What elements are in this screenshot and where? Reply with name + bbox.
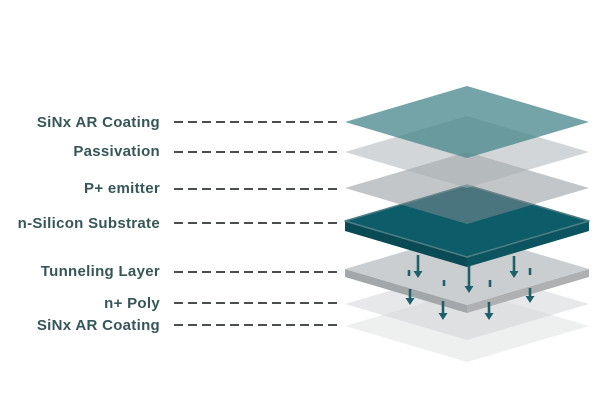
layer-label-sinx-ar-bottom: SiNx AR Coating [36,316,160,334]
layer-label-row-passivation: Passivation [0,142,337,162]
flow-arrow-head [413,271,423,278]
layer-label-sinx-ar-top: SiNx AR Coating [36,113,160,131]
layer-side-left-tunneling-layer [345,269,467,313]
layer-label-row-sinx-ar-top: SiNx AR Coating [0,112,337,132]
layer-label-row-p-plus-emitter: P+ emitter [0,179,337,199]
flow-arrow-head [464,286,474,293]
flow-arrow-head [525,296,535,303]
layer-label-n-plus-poly: n+ Poly [104,294,160,312]
layer-side-right-n-silicon-substrate [467,221,589,267]
layer-face-sinx-ar-top [345,86,589,158]
layer-label-passivation: Passivation [73,143,160,160]
layer-side-right-tunneling-layer [467,269,589,313]
layer-label-n-silicon-substrate: n-Silicon Substrate [17,214,160,232]
layer-side-left-n-silicon-substrate [345,221,467,267]
layer-label-p-plus-emitter: P+ emitter [84,180,160,197]
layer-label-row-sinx-ar-bottom: SiNx AR Coating [0,315,337,335]
layer-label-row-tunneling-layer: Tunneling Layer [0,262,337,282]
leader-dashed-line [174,324,337,326]
flow-arrow-head [509,271,519,278]
layer-label-row-n-plus-poly: n+ Poly [0,293,337,313]
layer-face-tunneling-layer [345,233,589,305]
leader-dashed-line [174,121,337,123]
flow-arrow-head [405,298,415,305]
layer-label-tunneling-layer: Tunneling Layer [40,263,160,280]
leader-dashed-line [174,222,337,224]
leader-dashed-line [174,270,337,273]
leader-dashed-line [174,150,337,153]
leader-dashed-line [174,187,337,190]
flow-arrow-head [484,313,494,320]
leader-dashed-line [174,302,337,304]
flow-arrow-head [438,313,448,320]
layer-label-row-n-silicon-substrate: n-Silicon Substrate [0,213,337,233]
